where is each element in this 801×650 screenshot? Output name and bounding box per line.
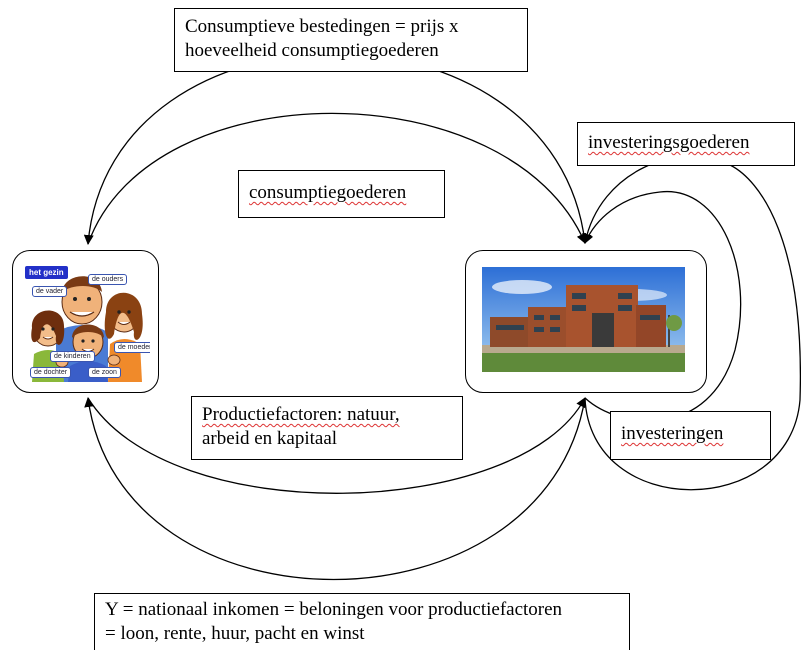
production-factors-line1: Productiefactoren: natuur, (202, 404, 400, 425)
family-title-tag: het gezin (25, 266, 68, 279)
family-illustration (31, 276, 143, 382)
national-income-arrow (84, 397, 586, 580)
investment-goods-label: investeringsgoederen (588, 132, 750, 153)
national-income-line1: Y = nationaal inkomen = beloningen voor … (105, 599, 563, 620)
family-picture: het gezin de ouders de vader de moeder d… (22, 262, 150, 382)
production-factors-box: Productiefactoren: natuur, arbeid en kap… (191, 396, 463, 460)
investments-label: investeringen (621, 423, 724, 444)
children-tag: de kinderen (50, 351, 95, 362)
investment-goods-box: investeringsgoederen (577, 122, 795, 166)
parents-tag: de ouders (88, 274, 128, 285)
company-building-picture (482, 267, 685, 372)
consumer-goods-label: consumptiegoederen (249, 182, 407, 203)
investments-box: investeringen (610, 411, 771, 460)
national-income-line2: = loon, rente, huur, pacht en winst (105, 623, 365, 644)
consumer-spending-line1: Consumptieve bestedingen = prijs x (185, 16, 459, 37)
production-factors-arrow (87, 397, 586, 494)
mother-tag: de moeder (114, 342, 150, 353)
consumer-goods-box: consumptiegoederen (238, 170, 445, 218)
household-node: het gezin de ouders de vader de moeder d… (12, 250, 159, 393)
company-node (465, 250, 707, 393)
national-income-box: Y = nationaal inkomen = beloningen voor … (94, 593, 630, 650)
consumer-spending-line2: hoeveelheid consumptiegoederen (185, 40, 439, 61)
consumer-spending-box: Consumptieve bestedingen = prijs x hoeve… (174, 8, 528, 72)
production-factors-line2: arbeid en kapitaal (202, 428, 338, 449)
building-illustration (482, 267, 685, 372)
father-tag: de vader (32, 286, 68, 297)
son-tag: de zoon (88, 367, 121, 378)
daughter-tag: de dochter (30, 367, 72, 378)
consumer-goods-arrow (87, 112, 586, 245)
